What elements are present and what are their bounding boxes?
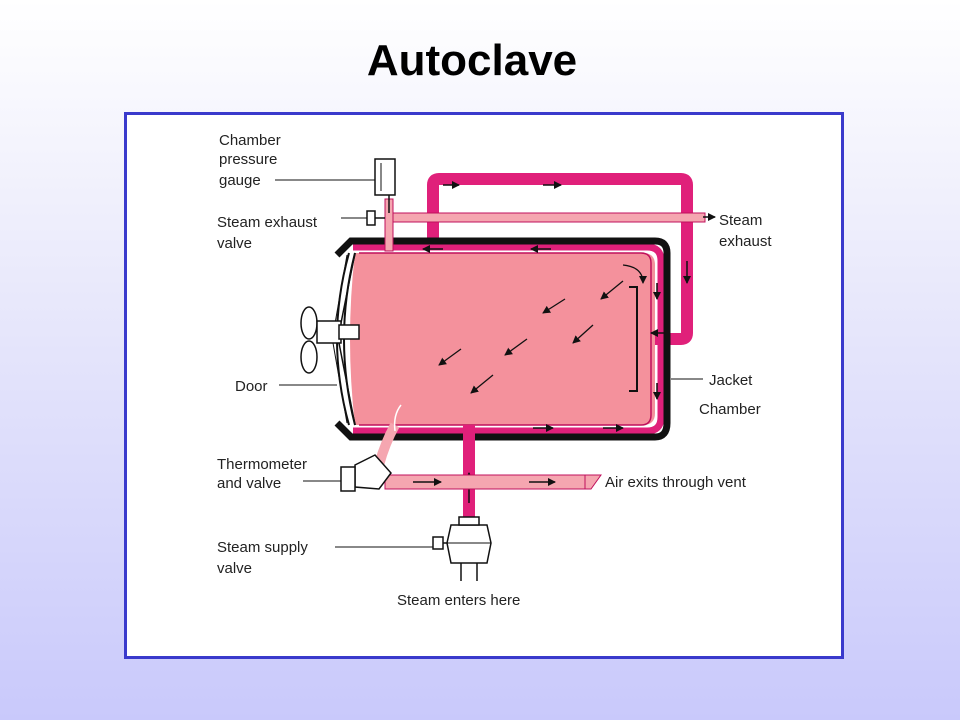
label-door: Door (235, 378, 268, 395)
label-chamber-gauge-2: pressure (219, 151, 277, 168)
label-chamber-gauge-3: gauge (219, 172, 261, 189)
exhaust-valve-icon (366, 210, 376, 226)
label-steam-enters: Steam enters here (397, 592, 520, 609)
outer-wall (334, 237, 671, 441)
label-exhaust-valve-2: valve (217, 235, 252, 252)
flow-arrows (422, 181, 691, 432)
label-supply-valve-2: valve (217, 560, 252, 577)
slide-title: Autoclave (366, 36, 578, 85)
door-wheel-icon (300, 306, 318, 340)
baffle-plate (629, 286, 638, 392)
label-chamber: Chamber (699, 401, 761, 418)
label-thermometer-1: Thermometer (217, 456, 307, 473)
leader-lines (275, 179, 703, 548)
label-steam-exhaust-2: exhaust (719, 233, 772, 250)
label-chamber-gauge-1: Chamber (219, 132, 281, 149)
label-steam-exhaust-1: Steam (719, 212, 762, 229)
autoclave-diagram-frame: Chamber pressure gauge Steam exhaust val… (124, 112, 844, 659)
jacket-space (353, 243, 665, 435)
autoclave-diagram: Chamber pressure gauge Steam exhaust val… (217, 132, 772, 609)
inner-wall (359, 252, 652, 426)
label-thermometer-2: and valve (217, 475, 281, 492)
label-exhaust-valve-1: Steam exhaust (217, 214, 318, 231)
chamber-interior (350, 253, 655, 425)
label-air-exit: Air exits through vent (605, 474, 747, 491)
steam-exhaust-pipe (392, 212, 706, 223)
door-assembly (300, 252, 360, 426)
jacket-steam-pipe (427, 173, 693, 345)
chamber-steam-arrows (438, 280, 624, 394)
label-supply-valve-1: Steam supply (217, 539, 308, 556)
steam-supply-valve-icon (432, 516, 492, 581)
label-jacket: Jacket (709, 372, 753, 389)
pressure-gauge-icon (374, 158, 396, 196)
